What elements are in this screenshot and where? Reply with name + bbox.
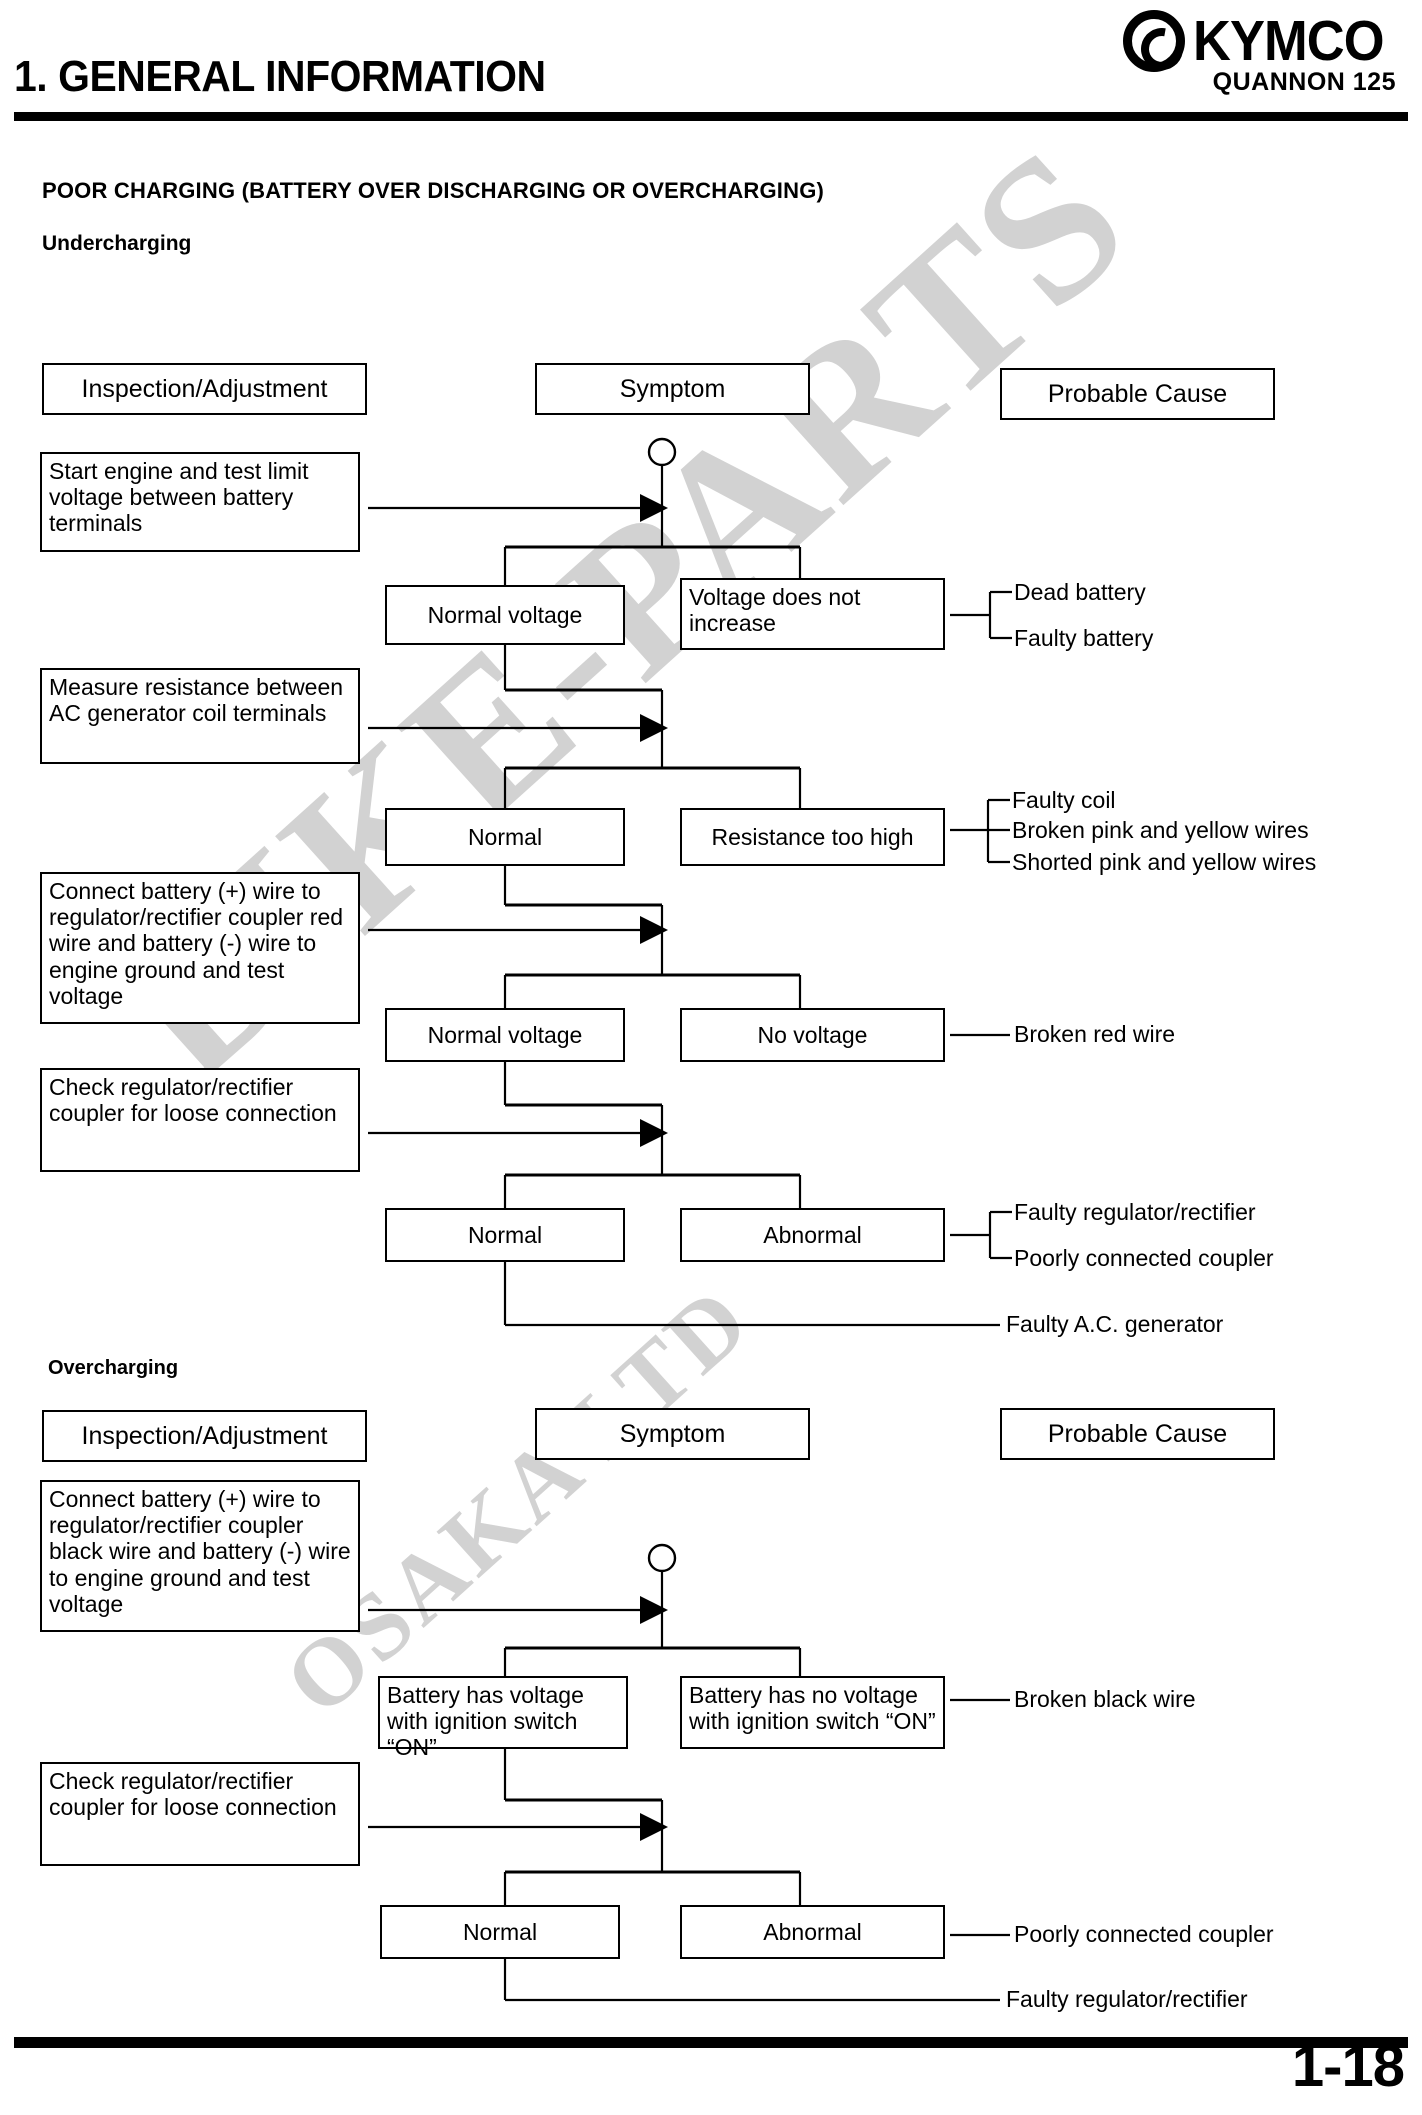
undercharging-cause-3-1: Broken red wire xyxy=(1014,1021,1176,1048)
undercharging-header-symptom: Symptom xyxy=(535,363,810,415)
overcharging-cause-2-1: Poorly connected coupler xyxy=(1014,1921,1274,1948)
overcharging-cause-1-1: Broken black wire xyxy=(1014,1686,1196,1713)
kymco-logo-icon xyxy=(1122,10,1185,72)
overcharging-header-symptom: Symptom xyxy=(535,1408,810,1460)
undercharging-abnormal-2: Resistance too high xyxy=(680,808,945,866)
undercharging-cause-2-3: Shorted pink and yellow wires xyxy=(1012,849,1317,876)
undercharging-cause-1-2: Faulty battery xyxy=(1014,625,1154,652)
section-title: POOR CHARGING (BATTERY OVER DISCHARGING … xyxy=(42,178,825,203)
undercharging-abnormal-4: Abnormal xyxy=(680,1208,945,1262)
header-rule xyxy=(14,112,1408,121)
overcharging-normal-1: Battery has voltage with ignition switch… xyxy=(378,1676,628,1760)
overcharging-inspection-2: Check regulator/rectifier coupler for lo… xyxy=(40,1762,360,1866)
subsection-undercharging-title: Undercharging xyxy=(42,232,192,255)
undercharging-inspection-3: Connect battery (+) wire to regulator/re… xyxy=(40,872,360,1024)
overcharging-inspection-1: Connect battery (+) wire to regulator/re… xyxy=(40,1480,360,1632)
undercharging-normal-2: Normal xyxy=(385,808,625,866)
undercharging-cause-2-1: Faulty coil xyxy=(1012,787,1116,814)
undercharging-inspection-4: Check regulator/rectifier coupler for lo… xyxy=(40,1068,360,1172)
kymco-logo: KYMCO xyxy=(1122,8,1400,74)
footer-rule xyxy=(14,2037,1408,2048)
overcharging-header-inspection: Inspection/Adjustment xyxy=(42,1410,367,1462)
kymco-logo-wordmark: KYMCO xyxy=(1192,9,1385,73)
overcharging-abnormal-2: Abnormal xyxy=(680,1905,945,1959)
page-number: 1-18 xyxy=(1291,2034,1405,2099)
undercharging-header-cause: Probable Cause xyxy=(1000,368,1275,420)
undercharging-cause-1-1: Dead battery xyxy=(1014,579,1146,606)
undercharging-abnormal-1: Voltage does not increase xyxy=(680,578,945,650)
page-title: 1. GENERAL INFORMATION xyxy=(14,52,546,101)
overcharging-final-cause: Faulty regulator/rectifier xyxy=(1006,1986,1248,2013)
undercharging-normal-3: Normal voltage xyxy=(385,1008,625,1062)
subsection-overcharging-title: Overcharging xyxy=(48,1357,179,1379)
undercharging-inspection-1: Start engine and test limit voltage betw… xyxy=(40,452,360,552)
undercharging-header-inspection: Inspection/Adjustment xyxy=(42,363,367,415)
model-name: QUANNON 125 xyxy=(1212,68,1396,96)
overcharging-normal-2: Normal xyxy=(380,1905,620,1959)
undercharging-cause-4-2: Poorly connected coupler xyxy=(1014,1245,1274,1272)
undercharging-inspection-2: Measure resistance between AC generator … xyxy=(40,668,360,764)
undercharging-abnormal-3: No voltage xyxy=(680,1008,945,1062)
undercharging-normal-4: Normal xyxy=(385,1208,625,1262)
overcharging-abnormal-1: Battery has no voltage with ignition swi… xyxy=(680,1676,945,1749)
undercharging-cause-4-1: Faulty regulator/rectifier xyxy=(1014,1199,1256,1226)
undercharging-cause-2-2: Broken pink and yellow wires xyxy=(1012,817,1309,844)
undercharging-final-cause: Faulty A.C. generator xyxy=(1006,1311,1224,1338)
overcharging-header-cause: Probable Cause xyxy=(1000,1408,1275,1460)
undercharging-normal-1: Normal voltage xyxy=(385,585,625,645)
